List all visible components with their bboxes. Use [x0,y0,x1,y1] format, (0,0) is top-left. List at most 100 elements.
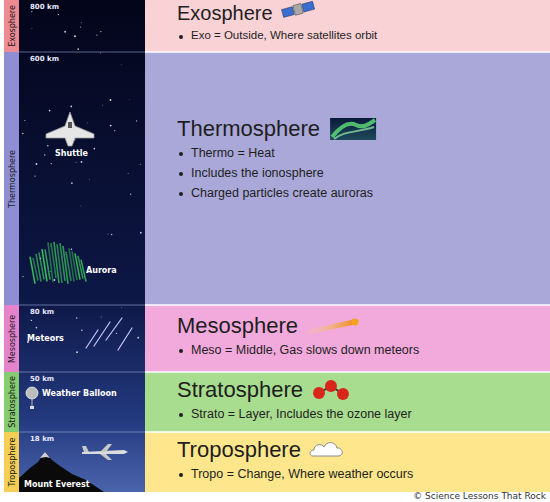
star [77,48,79,50]
layer-panel: StratosphereStrato = Layer, Includes the… [145,372,550,432]
stratosphere-panel [145,372,550,432]
bullet-dot [179,152,183,156]
bullet-text: Exo = Outside, Where satellites orbit [191,29,377,41]
star [31,11,32,12]
star [116,333,117,334]
star [31,320,32,321]
heading-row: Mesosphere [177,313,550,339]
star [76,351,78,353]
star [51,163,52,164]
bullet-row: Meso = Middle, Gas slows down meteors [177,342,550,359]
bullet-row: Includes the ionosphere [177,165,550,182]
altitude-label: 50 km [30,375,54,383]
layer-panel: ThermosphereThermo = HeatIncludes the io… [145,52,550,305]
layer-heading: Stratosphere [177,377,303,403]
stratosphere-strip [4,372,19,432]
mountain-figure [19,452,104,492]
star [100,316,102,318]
altitude-label: 18 km [30,435,54,443]
star [36,327,38,329]
thermosphere-strip [4,52,19,305]
layer-panel: TroposphereTropo = Change, Where weather… [145,432,550,492]
bullet-row: Exo = Outside, Where satellites orbit [177,28,550,43]
aurora-streak [75,253,80,279]
heading-row: Exosphere [177,2,550,25]
aurora-figure [30,242,86,284]
star [81,161,83,163]
star [44,154,45,155]
bullet-text: Tropo = Change, Where weather occurs [191,467,413,481]
ozone-molecule-icon [313,380,349,400]
star [107,233,109,235]
star [76,317,77,318]
bullet-text: Strato = Layer, Includes the ozone layer [191,407,412,421]
star [34,176,35,177]
figure-label: Meteors [27,334,64,343]
cloud-icon [310,443,342,456]
star [81,330,83,332]
sky-dividers [19,52,145,432]
star [129,98,131,100]
layer-heading: Thermosphere [177,116,320,142]
star [121,64,123,66]
aurora-streak [69,248,74,281]
bullet-row: Tropo = Change, Where weather occurs [177,466,550,483]
heading-row: Stratosphere [177,377,550,403]
bullet-dot [179,172,183,176]
bullet-row: Thermo = Heat [177,145,550,162]
star [71,248,73,250]
strip-label: Exosphere [7,5,16,47]
star [54,279,56,281]
bullet-dot [179,473,183,477]
figure-label: Mount Everest [24,480,90,489]
bullet-text: Includes the ionosphere [191,166,324,180]
star [114,130,115,131]
bullet-text: Meso = Middle, Gas slows down meteors [191,343,419,357]
star [94,148,96,150]
star [49,110,51,112]
star [140,232,142,234]
figure-label: Shuttle [55,149,88,158]
star [110,125,112,127]
layer-heading: Mesosphere [177,313,298,339]
bullet-dot [179,349,183,353]
aurora-streak [60,243,65,281]
star [88,178,90,180]
altitude-label: 80 km [30,308,54,316]
star [80,205,82,207]
layer-panel: ExosphereExo = Outside, Where satellites… [145,0,550,52]
sky-panel [19,0,145,492]
exosphere-strip [4,0,19,52]
star [71,182,73,184]
figure-label: Aurora [86,266,117,275]
star [58,14,59,15]
strip-label: Troposphere [7,438,16,487]
troposphere-panel [145,432,550,492]
bullet-dot [179,192,183,196]
star [36,163,38,165]
star [137,337,139,339]
strip-label: Mesosphere [7,314,16,362]
star [130,194,131,195]
strip-label: Stratosphere [7,376,16,428]
bullet-text: Charged particles create auroras [191,186,373,200]
star [31,28,33,30]
star [74,35,76,37]
meteor-icon [308,319,359,333]
star [75,161,77,163]
weather-balloon-figure [26,387,38,409]
star [80,27,81,28]
aurora-streak [63,246,68,284]
star [121,307,123,309]
copyright-note: © Science Lessons That Rock [380,491,546,501]
star [96,35,97,36]
mesosphere-panel [145,305,550,372]
exosphere-panel [145,0,550,52]
troposphere-strip [4,432,19,492]
star [22,276,23,277]
star [102,104,104,106]
heading-row: Thermosphere [177,116,550,142]
star [64,31,66,33]
aurora-streak [81,260,86,282]
star [47,145,49,147]
